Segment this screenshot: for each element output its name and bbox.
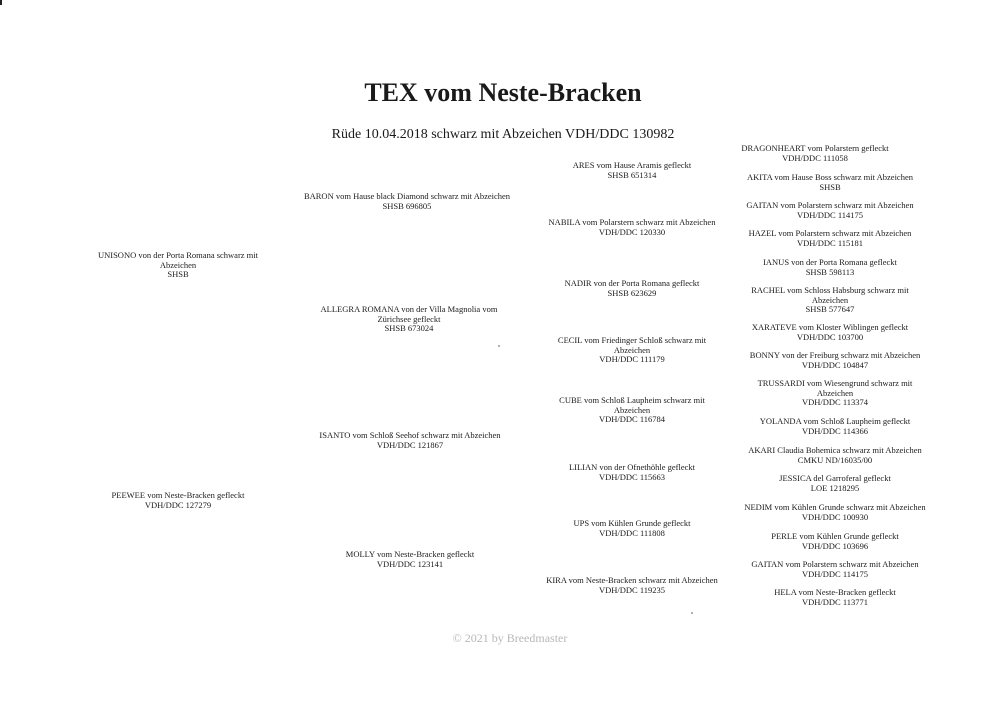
pedigree-title: TEX vom Neste-Bracken [364,78,642,107]
scan-speck [498,345,500,347]
ancestor-reg: CMKU ND/16035/00 [797,454,873,465]
great-grandparent-reg: VDH/DDC 120330 [598,226,666,237]
great-great-grandparent: AKARI Claudia Bohemica schwarz mit Abzei… [730,445,940,465]
ancestor-name: GAITAN vom Polarstern schwarz mit Abzeic… [746,200,914,210]
corner-mark [0,0,2,5]
grandparent-reg: SHSB 673024 [384,323,434,334]
grandparent-name: ALLEGRA ROMANA von der Villa Magnolia vo… [320,304,498,324]
ancestor-reg: VDH/DDC 104847 [801,359,869,370]
great-grandparent-reg: SHSB 623629 [607,287,657,298]
ancestor-reg: LOE 1218295 [810,482,860,493]
great-grandparent: ARES vom Hause Aramis gefleckt SHSB 6513… [542,160,722,180]
great-great-grandparent: IANUS von der Porta Romana gefleckt SHSB… [745,257,915,277]
ancestor-name: PERLE vom Kühlen Grunde gefleckt [771,531,899,541]
ancestor-reg: SHSB 577647 [805,304,855,315]
grandparent-name: MOLLY vom Neste-Bracken gefleckt [345,549,475,559]
sire: UNISONO von der Porta Romana schwarz mit… [88,250,268,280]
great-great-grandparent: BONNY von der Freiburg schwarz mit Abzei… [735,350,935,370]
ancestor-reg: VDH/DDC 114175 [801,568,869,579]
ancestor-reg: SHSB 598113 [805,266,855,277]
great-grandparent-reg: VDH/DDC 111179 [599,354,665,365]
copyright-footer: © 2021 by Breedmaster [452,631,568,645]
ancestor-reg: VDH/DDC 114175 [796,209,864,220]
great-great-grandparent: HELA vom Neste-Bracken gefleckt VDH/DDC … [755,587,915,607]
ancestor-name: AKITA vom Hause Boss schwarz mit Abzeich… [747,172,913,182]
great-grandparent-reg: SHSB 651314 [607,169,657,180]
ancestor-name: TRUSSARDI vom Wiesengrund schwarz mit Ab… [757,378,913,398]
great-grandparent-name: NADIR von der Porta Romana gefleckt [564,278,700,288]
dam: PEEWEE vom Neste-Bracken gefleckt VDH/DD… [88,490,268,510]
grandparent: ALLEGRA ROMANA von der Villa Magnolia vo… [309,304,509,334]
great-grandparent-reg: VDH/DDC 115663 [598,471,666,482]
grandparent-reg: VDH/DDC 123141 [376,558,444,569]
great-grandparent: LILIAN von der Ofnethöhle gefleckt VDH/D… [542,462,722,482]
great-grandparent-name: CUBE vom Schloß Laupheim schwarz mit Abz… [559,395,705,415]
great-great-grandparent: RACHEL vom Schloss Habsburg schwarz mit … [745,285,915,315]
dam-reg: VDH/DDC 127279 [144,499,212,510]
great-grandparent-name: KIRA vom Neste-Bracken schwarz mit Abzei… [546,575,718,585]
great-grandparent: CECIL vom Friedinger Schloß schwarz mit … [547,335,717,365]
great-grandparent-name: ARES vom Hause Aramis gefleckt [572,160,692,170]
great-grandparent-reg: VDH/DDC 116784 [598,414,666,425]
grandparent-reg: SHSB 696805 [382,200,432,211]
sire-reg: SHSB [167,269,189,280]
sire-name: UNISONO von der Porta Romana schwarz mit… [97,250,259,270]
ancestor-name: YOLANDA vom Schloß Laupheim gefleckt [759,416,911,426]
ancestor-name: JESSICA del Garroferal gefleckt [779,473,891,483]
great-grandparent: CUBE vom Schloß Laupheim schwarz mit Abz… [547,395,717,425]
ancestor-name: DRAGONHEART vom Polarstern gefleckt [741,143,889,153]
ancestor-name: IANUS von der Porta Romana gefleckt [763,257,897,267]
dam-name: PEEWEE vom Neste-Bracken gefleckt [111,490,245,500]
grandparent-name: ISANTO vom Schloß Seehof schwarz mit Abz… [319,430,501,440]
great-great-grandparent: PERLE vom Kühlen Grunde gefleckt VDH/DDC… [755,531,915,551]
ancestor-reg: VDH/DDC 115181 [796,237,864,248]
grandparent-name: BARON vom Hause black Diamond schwarz mi… [303,191,511,201]
grandparent: BARON vom Hause black Diamond schwarz mi… [292,191,522,211]
great-great-grandparent: YOLANDA vom Schloß Laupheim gefleckt VDH… [745,416,925,436]
ancestor-name: XARATEVE vom Kloster Wiblingen gefleckt [751,322,909,332]
ancestor-name: BONNY von der Freiburg schwarz mit Abzei… [749,350,921,360]
scan-speck [691,612,693,614]
ancestor-name: GAITAN vom Polarstern schwarz mit Abzeic… [751,559,919,569]
ancestor-name: AKARI Claudia Bohemica schwarz mit Abzei… [748,445,922,455]
ancestor-reg: VDH/DDC 100930 [801,511,869,522]
ancestor-name: HAZEL vom Polarstern schwarz mit Abzeich… [748,228,912,238]
great-great-grandparent: TRUSSARDI vom Wiesengrund schwarz mit Ab… [745,378,925,408]
ancestor-reg: VDH/DDC 113771 [801,596,869,607]
ancestor-reg: VDH/DDC 113374 [801,397,869,408]
ancestor-name: RACHEL vom Schloss Habsburg schwarz mit … [751,285,909,305]
grandparent-reg: VDH/DDC 121867 [376,439,444,450]
great-grandparent: UPS vom Kühlen Grunde gefleckt VDH/DDC 1… [542,518,722,538]
great-great-grandparent: GAITAN vom Polarstern schwarz mit Abzeic… [735,559,935,579]
ancestor-reg: VDH/DDC 103696 [801,540,869,551]
great-grandparent: NADIR von der Porta Romana gefleckt SHSB… [542,278,722,298]
great-grandparent-name: CECIL vom Friedinger Schloß schwarz mit … [557,335,707,355]
great-grandparent-name: UPS vom Kühlen Grunde gefleckt [573,518,691,528]
ancestor-reg: SHSB [819,181,841,192]
great-grandparent-name: LILIAN von der Ofnethöhle gefleckt [568,462,696,472]
grandparent: ISANTO vom Schloß Seehof schwarz mit Abz… [300,430,520,450]
grandparent: MOLLY vom Neste-Bracken gefleckt VDH/DDC… [320,549,500,569]
great-great-grandparent: JESSICA del Garroferal gefleckt LOE 1218… [760,473,910,493]
great-great-grandparent: HAZEL vom Polarstern schwarz mit Abzeich… [735,228,925,248]
great-great-grandparent: NEDIM vom Kühlen Grunde schwarz mit Abze… [730,502,940,522]
great-great-grandparent: GAITAN vom Polarstern schwarz mit Abzeic… [735,200,925,220]
ancestor-reg: VDH/DDC 103700 [796,331,864,342]
dog-details: Rüde 10.04.2018 schwarz mit Abzeichen VD… [331,127,675,142]
great-grandparent-name: NABILA vom Polarstern schwarz mit Abzeic… [548,217,716,227]
ancestor-name: HELA vom Neste-Bracken gefleckt [774,587,896,597]
great-grandparent-reg: VDH/DDC 119235 [598,584,666,595]
great-great-grandparent: DRAGONHEART vom Polarstern gefleckt VDH/… [740,143,890,163]
ancestor-reg: VDH/DDC 111058 [782,152,848,163]
great-great-grandparent: AKITA vom Hause Boss schwarz mit Abzeich… [735,172,925,192]
great-grandparent: KIRA vom Neste-Bracken schwarz mit Abzei… [532,575,732,595]
ancestor-reg: VDH/DDC 114366 [801,425,869,436]
great-great-grandparent: XARATEVE vom Kloster Wiblingen gefleckt … [740,322,920,342]
great-grandparent: NABILA vom Polarstern schwarz mit Abzeic… [532,217,732,237]
ancestor-name: NEDIM vom Kühlen Grunde schwarz mit Abze… [744,502,926,512]
great-grandparent-reg: VDH/DDC 111808 [599,527,665,538]
